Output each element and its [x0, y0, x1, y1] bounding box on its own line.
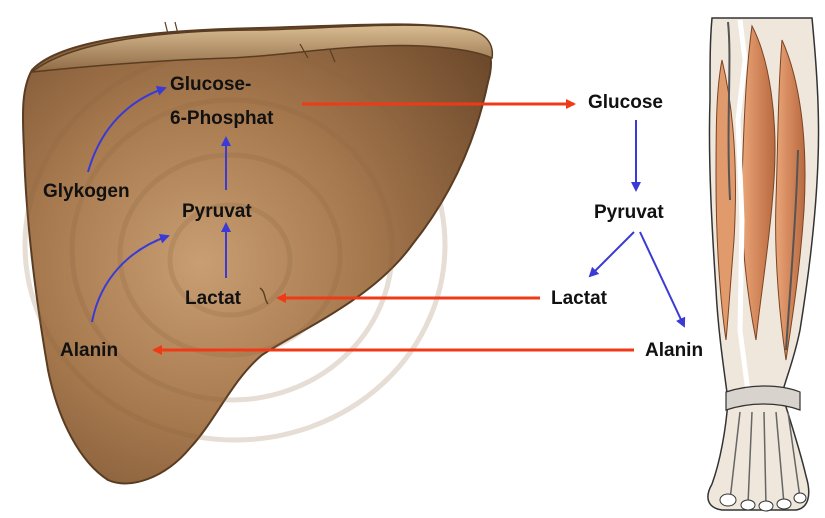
label-muscle-lactat: Lactat	[551, 288, 607, 310]
label-muscle-glucose: Glucose	[588, 92, 663, 114]
liver-illustration	[23, 22, 492, 483]
arrow-pyruvat-to-lactat	[590, 232, 634, 276]
label-muscle-alanin: Alanin	[645, 340, 703, 362]
label-glucose-6-phosphat-line1: Glucose-	[170, 74, 251, 96]
arrow-pyruvat-to-alanin	[640, 232, 684, 326]
label-liver-pyruvat: Pyruvat	[182, 201, 252, 223]
liver-body	[23, 24, 491, 483]
label-muscle-pyruvat: Pyruvat	[594, 202, 664, 224]
leg-illustration	[708, 18, 819, 511]
label-liver-alanin: Alanin	[60, 340, 118, 362]
label-glykogen: Glykogen	[43, 181, 130, 203]
label-glucose-6-phosphat-line2: 6-Phosphat	[170, 108, 273, 130]
label-liver-lactat: Lactat	[185, 288, 241, 310]
